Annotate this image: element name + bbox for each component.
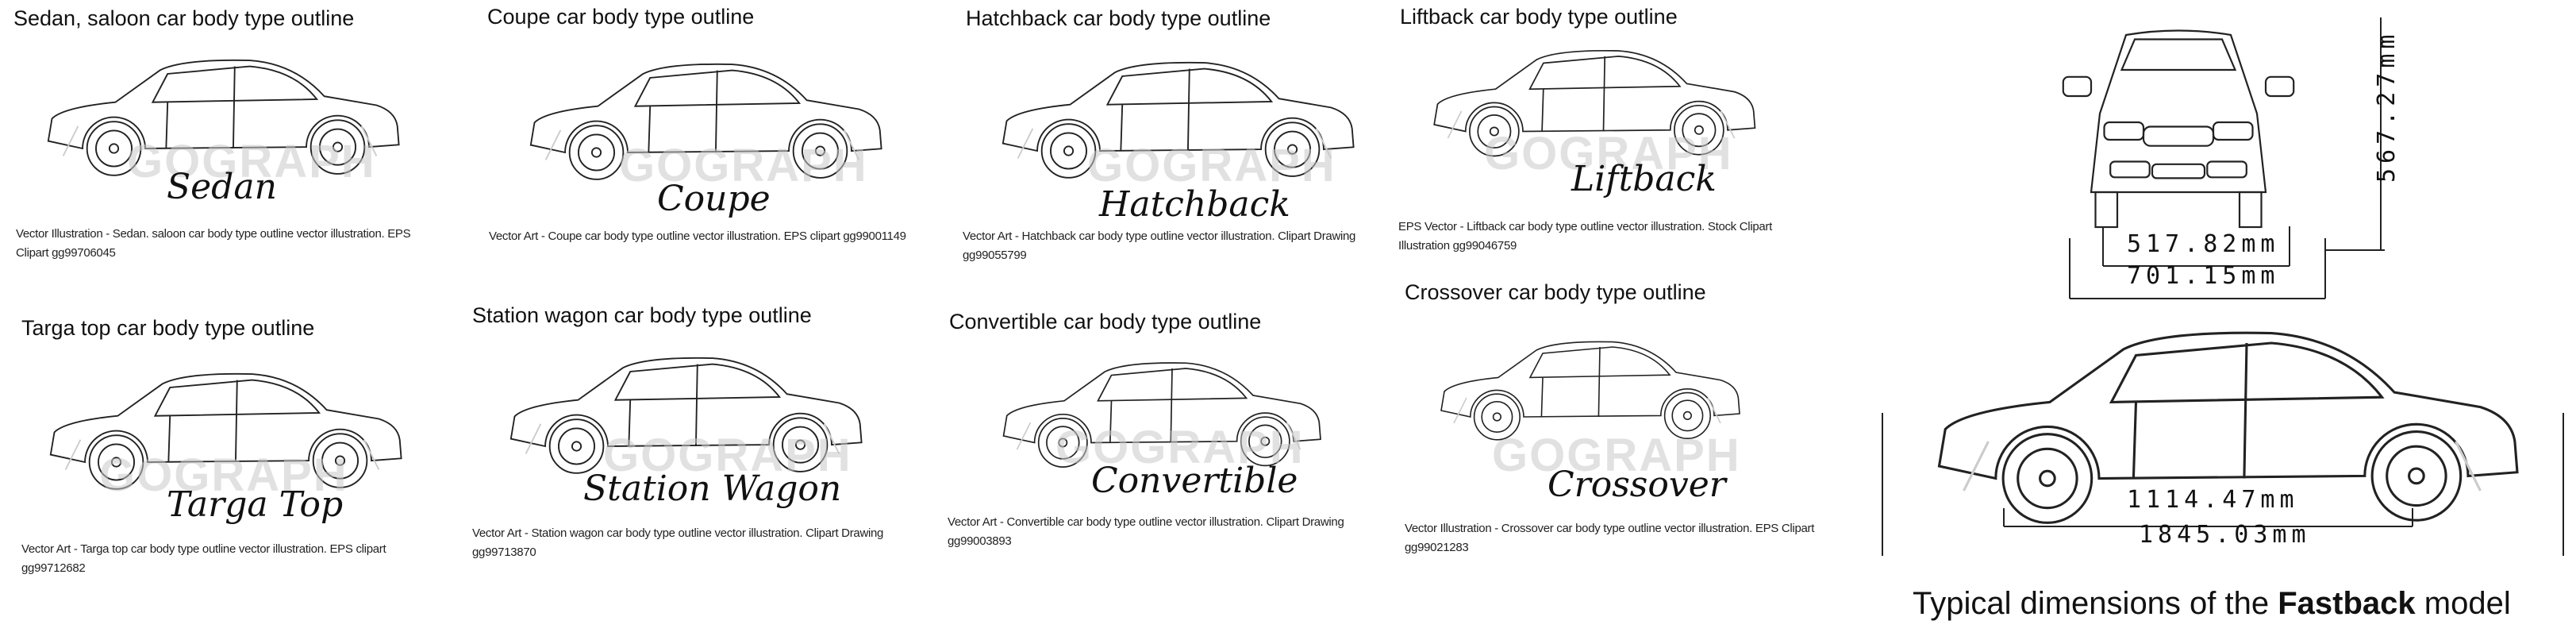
script-label: Station Wagon: [583, 468, 842, 509]
panel-title: Convertible car body type outline: [949, 310, 1262, 333]
watermark: GOGRAPH: [1055, 422, 1305, 473]
caption: EPS Vector - Liftback car body type outl…: [1398, 220, 1772, 253]
caption: Vector Illustration - Sedan. saloon car …: [16, 227, 411, 260]
script-label: Sedan: [167, 167, 277, 207]
panel-title: Crossover car body type outline: [1405, 280, 1706, 304]
caption: Vector Art - Targa top car body type out…: [21, 542, 386, 575]
fastback-caption: Typical dimensions of the Fastback model: [1913, 586, 2511, 622]
caption: Vector Art - Convertible car body type o…: [948, 515, 1344, 548]
wheelbase-dimension: 1114.47mm: [2127, 486, 2299, 514]
length-dimension: 1845.03mm: [2139, 521, 2311, 549]
caption-model-name: Fastback: [2278, 586, 2416, 621]
caption-suffix: model: [2415, 586, 2511, 621]
caption: Vector Illustration - Crossover car body…: [1405, 522, 1815, 554]
script-label: Liftback: [1571, 159, 1717, 199]
caption: Vector Art - Hatchback car body type out…: [963, 229, 1356, 262]
panel-title: Targa top car body type outline: [21, 316, 315, 340]
script-label: Targa Top: [167, 484, 344, 525]
panel-title: Station wagon car body type outline: [472, 303, 812, 327]
caption: Vector Art - Station wagon car body type…: [472, 526, 884, 559]
watermark: GOGRAPH: [619, 140, 868, 191]
caption-prefix: Typical dimensions of the: [1913, 586, 2278, 621]
panel-title: Coupe car body type outline: [487, 5, 755, 29]
watermark: GOGRAPH: [99, 449, 348, 501]
panel-title: Liftback car body type outline: [1400, 5, 1678, 29]
watermark: GOGRAPH: [603, 430, 852, 481]
watermark: GOGRAPH: [1087, 140, 1336, 191]
dimension-lines: [1882, 17, 2564, 556]
watermark: GOGRAPH: [1484, 128, 1733, 179]
panel-title: Sedan, saloon car body type outline: [13, 6, 355, 30]
script-label: Hatchback: [1099, 184, 1290, 225]
inner-track-dimension: 517.82mm: [2127, 230, 2280, 258]
script-label: Crossover: [1548, 465, 1726, 505]
width-dimension: 701.15mm: [2127, 262, 2280, 290]
script-label: Convertible: [1091, 461, 1298, 501]
panel-title: Hatchback car body type outline: [966, 6, 1271, 30]
height-dimension: 567.27mm: [2373, 29, 2401, 183]
watermark: GOGRAPH: [127, 136, 376, 187]
script-label: Coupe: [657, 179, 771, 219]
watermark: GOGRAPH: [1492, 430, 1741, 481]
caption: Vector Art - Coupe car body type outline…: [489, 229, 906, 243]
